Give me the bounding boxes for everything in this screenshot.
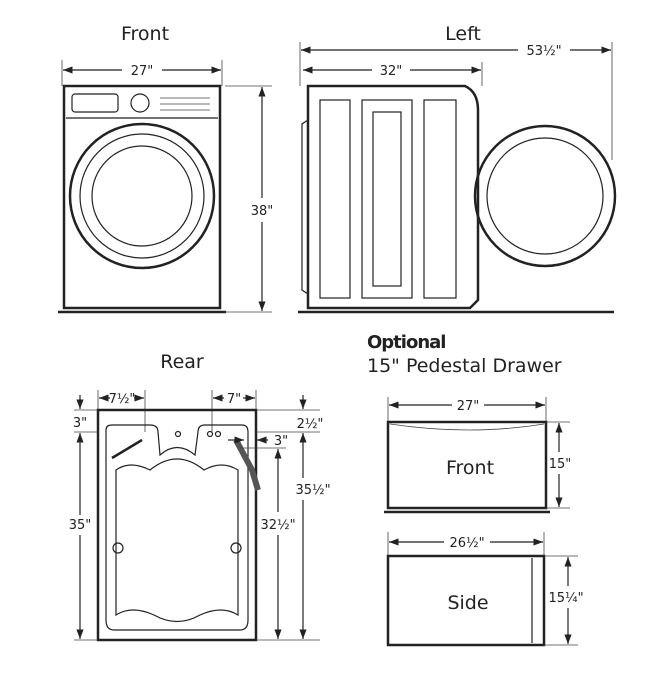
control-knob: [130, 93, 150, 113]
front-width-label: 27": [131, 64, 154, 79]
pedestal-side-box: [386, 554, 546, 647]
washer-side-body: [306, 84, 480, 310]
pedestal-heading: 15" Pedestal Drawer: [367, 355, 562, 377]
door-glass: [91, 145, 193, 247]
door-outer: [68, 122, 216, 270]
rear-height-right-inner-label: 32½": [260, 518, 295, 533]
drain-hose: [233, 438, 261, 491]
left-title: Left: [445, 23, 481, 45]
rear-height-right-outer-label: 35½": [295, 483, 330, 498]
pedestal-heading-optional: Optional: [367, 332, 445, 353]
pedestal-section: Optional 15" Pedestal Drawer 27" Front 1…: [367, 332, 584, 647]
detergent-drawer: [71, 93, 119, 113]
pedestal-front-width-label: 27": [457, 399, 480, 414]
pedestal-side-height-label: 15¼": [548, 591, 583, 606]
rear-right-offset-label: 7": [227, 392, 241, 407]
rear-side-right-label: 3": [274, 434, 288, 449]
washer-front-body: [62, 84, 222, 310]
front-height-label: 38": [251, 204, 274, 219]
rear-left-offset-label: 7½": [109, 392, 136, 407]
pedestal-front-box: [386, 420, 548, 510]
pedestal-side-label: Side: [447, 592, 488, 614]
pedestal-side-width-label: 26½": [449, 536, 484, 551]
rear-height-left-label: 35": [69, 518, 92, 533]
rear-view: Rear 7½" 7" 3" 35" 2½" 35½" 3" 32½": [69, 351, 331, 642]
power-cord: [111, 438, 143, 460]
left-open-depth-label: 53½": [526, 44, 561, 59]
pedestal-front-label: Front: [446, 457, 494, 479]
front-view: Front 27" 38": [58, 23, 274, 314]
pedestal-front-height-label: 15": [549, 457, 572, 472]
front-title: Front: [121, 23, 169, 45]
rear-top-left-label: 3": [73, 416, 87, 431]
washer-rear-body: [96, 408, 258, 642]
left-depth-label: 32": [380, 64, 403, 79]
rear-top-right-label: 2½": [297, 417, 324, 432]
rear-title: Rear: [160, 351, 204, 373]
left-view: Left 53½" 32": [298, 23, 617, 314]
open-door: [473, 124, 617, 268]
